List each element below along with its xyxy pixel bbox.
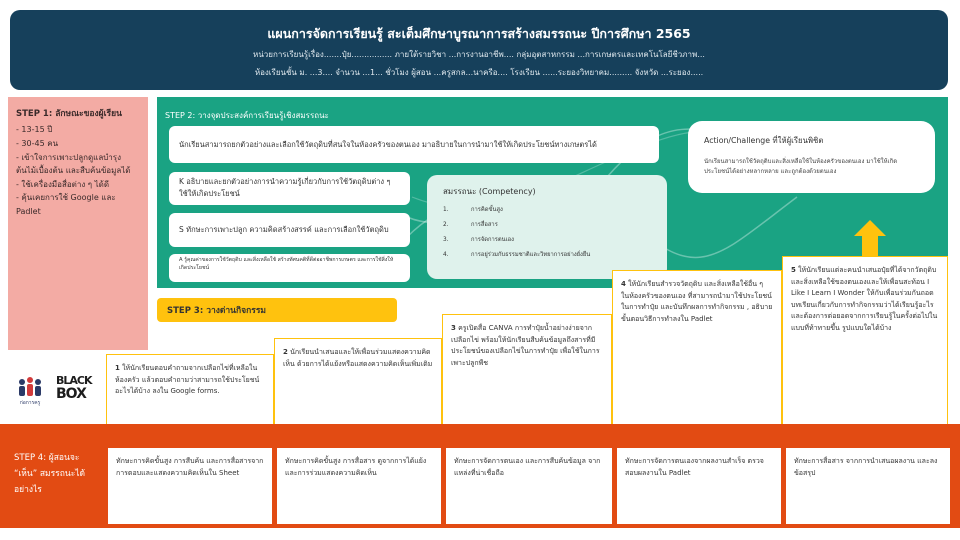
step2-title: STEP 2: วางจุดประสงค์การเรียนรู้เชิงสมรร… xyxy=(165,111,329,120)
kru-logo-icon: ก่อการครู xyxy=(19,377,41,406)
step1-item: - 30-45 คน xyxy=(16,139,59,149)
objective-main-text: นักเรียนสามารถยกตัวอย่างและเลือกใช้วัตถุ… xyxy=(179,139,597,149)
step4-panel: STEP 4: ผู้สอนจะ “เห็น” สมรรถนะได้อย่างไ… xyxy=(0,424,104,528)
step1-learner-profile: STEP 1: ลักษณะของผู้เรียน - 13-15 ปี - 3… xyxy=(8,97,148,350)
step1-item: - คุ้นเคยการใช้ Google และ Padlet xyxy=(16,193,116,216)
assessment-text: ทักษะการสื่อสาร จากการนำเสนอผลงาน และลงข… xyxy=(794,457,938,477)
action-title: Action/Challenge ที่ให้ผู้เรียนพิชิต xyxy=(704,136,824,145)
assessment-box-5: ทักษะการสื่อสาร จากการนำเสนอผลงาน และลงข… xyxy=(786,448,950,524)
plan-subtitle-class: ห้องเรียนชั้น ม. ...3.... จำนวน ...1... … xyxy=(254,68,704,77)
objective-main: นักเรียนสามารถยกตัวอย่างและเลือกใช้วัตถุ… xyxy=(169,126,659,163)
assessment-text: ทักษะการจัดการตนเอง และการสืบค้นข้อมูล จ… xyxy=(454,457,601,477)
action-body: นักเรียนสามารถใช้วัตถุดิบและสิ่งเหลือใช้… xyxy=(704,158,898,175)
activity-stage-text: นักเรียนนำเสนอและให้เพื่อนร่วมแสดงความคิ… xyxy=(283,348,433,368)
competency-title: สมรรถนะ (Competency) xyxy=(443,187,536,196)
objective-skill: S ทักษะการเพาะปลูก ความคิดสร้างสรรค์ และ… xyxy=(169,213,410,247)
step1-item: - ใช้เครื่องมือสื่อต่าง ๆ ได้ดี xyxy=(16,179,110,189)
activity-stage-text: ให้นักเรียนสำรวจวัตถุดิบ และสิ่งเหลือใช้… xyxy=(621,280,773,323)
activity-stage-5: 5 ให้นักเรียนแต่ละคนนำเสนอปุ๋ยที่ได้จากว… xyxy=(782,256,948,434)
competency-item: 1.การคิดขั้นสูง xyxy=(443,207,503,213)
assessment-box-1: ทักษะการคิดขั้นสูง การสืบค้น และการสื่อส… xyxy=(108,448,272,524)
up-arrow-icon xyxy=(854,220,886,256)
up-arrow-icon xyxy=(343,425,371,448)
activity-stage-text: ครูเปิดสื่อ CANVA การทำปุ๋ยน้ำอย่างง่ายจ… xyxy=(451,324,600,367)
assessment-box-4: ทักษะการจัดการตนเองจากผลงานสำเร็จ ตรวจสอ… xyxy=(617,448,781,524)
objective-s-text: S ทักษะการเพาะปลูก ความคิดสร้างสรรค์ และ… xyxy=(179,225,389,235)
activity-stage-2: 2 นักเรียนนำเสนอและให้เพื่อนร่วมแสดงความ… xyxy=(274,338,442,434)
step1-title: STEP 1: ลักษณะของผู้เรียน xyxy=(16,109,122,119)
objective-knowledge: K อธิบายและยกตัวอย่างการนำความรู้เกี่ยวก… xyxy=(169,172,410,205)
activity-stage-3: 3 ครูเปิดสื่อ CANVA การทำปุ๋ยน้ำอย่างง่า… xyxy=(442,314,612,434)
plan-header: แผนการจัดการเรียนรู้ สะเต็มศึกษาบูรณาการ… xyxy=(10,10,948,90)
activity-stage-text: ให้นักเรียนแต่ละคนนำเสนอปุ๋ยที่ได้จากวัต… xyxy=(791,266,938,332)
up-arrow-icon xyxy=(853,425,881,448)
competency-item: 3.การจัดการตนเอง xyxy=(443,237,514,243)
objective-attitude: A รู้คุณค่าของการใช้วัตถุดิบ และสิ่งเหลื… xyxy=(169,254,410,282)
action-challenge-box: Action/Challenge ที่ให้ผู้เรียนพิชิต นัก… xyxy=(688,121,935,193)
assessment-text: ทักษะการจัดการตนเองจากผลงานสำเร็จ ตรวจสอ… xyxy=(625,457,764,477)
logos: ก่อการครู BLACK BOX xyxy=(10,370,102,410)
activity-stage-1: 1 ให้นักเรียนตอบคำถามจากเปลือกไข่ที่เหลื… xyxy=(106,354,274,434)
plan-title: แผนการจัดการเรียนรู้ สะเต็มศึกษาบูรณาการ… xyxy=(267,26,691,41)
kru-logo-caption: ก่อการครู xyxy=(20,400,41,406)
up-arrow-icon xyxy=(683,425,711,448)
activity-stage-text: ให้นักเรียนตอบคำถามจากเปลือกไข่ที่เหลือใ… xyxy=(115,364,260,396)
up-arrow-icon xyxy=(513,425,541,448)
plan-subtitle-unit: หน่วยการเรียนรู้เรื่อง.......ปุ๋ย.......… xyxy=(253,50,705,59)
blackbox-logo: BLACK BOX xyxy=(56,372,93,406)
step2-objectives-panel: STEP 2: วางจุดประสงค์การเรียนรู้เชิงสมรร… xyxy=(157,97,948,288)
assessment-text: ทักษะการคิดขั้นสูง การสืบค้น และการสื่อส… xyxy=(116,457,264,477)
assessment-box-2: ทักษะการคิดขั้นสูง การสื่อสาร ดูจากการได… xyxy=(277,448,441,524)
competency-item: 4.การอยู่ร่วมกับธรรมชาติและวิทยาการอย่าง… xyxy=(443,252,591,258)
activity-stage-4: 4 ให้นักเรียนสำรวจวัตถุดิบ และสิ่งเหลือใ… xyxy=(612,270,782,434)
assessment-box-3: ทักษะการจัดการตนเอง และการสืบค้นข้อมูล จ… xyxy=(446,448,612,524)
objective-k-text: K อธิบายและยกตัวอย่างการนำความรู้เกี่ยวก… xyxy=(179,177,391,198)
step1-item: - เข้าใจการเพาะปลูกดูแลบำรุงต้นไม้เบื้อง… xyxy=(16,152,131,176)
step3-title: STEP 3: วางด่านกิจกรรม xyxy=(157,298,397,322)
assessment-text: ทักษะการคิดขั้นสูง การสื่อสาร ดูจากการได… xyxy=(285,457,427,477)
objective-a-text: A รู้คุณค่าของการใช้วัตถุดิบ และสิ่งเหลื… xyxy=(179,257,394,271)
step1-item: - 13-15 ปี xyxy=(16,125,53,135)
competency-box: สมรรถนะ (Competency) 1.การคิดขั้นสูง 2.ก… xyxy=(427,175,667,279)
up-arrow-icon xyxy=(174,425,202,448)
step4-title: STEP 4: ผู้สอนจะ “เห็น” สมรรถนะได้อย่างไ… xyxy=(14,453,86,496)
competency-item: 2.การสื่อสาร xyxy=(443,222,498,228)
